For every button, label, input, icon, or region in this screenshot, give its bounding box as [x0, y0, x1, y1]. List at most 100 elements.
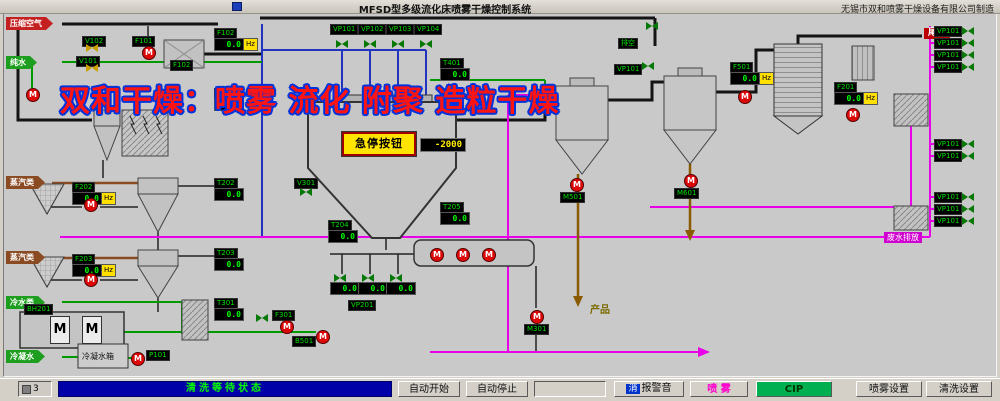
equipment-tag: 冷凝水箱 [82, 352, 114, 361]
equipment-tag: VP101 [934, 26, 963, 37]
pump-icon[interactable]: M [142, 46, 156, 60]
equipment-tag: M501 [560, 192, 586, 203]
equipment-tag: BH201 [24, 304, 54, 315]
equipment-tag: M301 [524, 324, 550, 335]
pump-icon[interactable]: M [570, 178, 584, 192]
value-display: 0.0 [358, 282, 388, 295]
equipment-tag: VP101 [330, 24, 359, 35]
equipment-tag: M601 [674, 188, 700, 199]
equipment-tag: P101 [146, 350, 170, 361]
pump-icon[interactable]: M [430, 248, 444, 262]
pump-icon[interactable]: M [84, 273, 98, 287]
valve-icon[interactable] [86, 44, 98, 52]
valve-icon[interactable] [962, 140, 974, 148]
valve-icon[interactable] [336, 40, 348, 48]
valve-icon[interactable] [962, 63, 974, 71]
valve-icon[interactable] [642, 62, 654, 70]
spray-settings-button[interactable]: 喷雾设置 [856, 381, 922, 397]
valve-icon[interactable] [390, 274, 402, 282]
equipment-tag: VP101 [934, 192, 963, 203]
equipment-tag: F101 [132, 36, 156, 47]
pump-icon[interactable]: M [738, 90, 752, 104]
equipment-tag: VP101 [934, 151, 963, 162]
equipment-tag: VP101 [934, 216, 963, 227]
auto-start-button[interactable]: 自动开始 [398, 381, 460, 397]
valve-icon[interactable] [334, 274, 346, 282]
equipment-tag: VP101 [614, 64, 643, 75]
valve-icon[interactable] [420, 40, 432, 48]
equipment-tag: VP101 [934, 139, 963, 150]
equipment-tag: VP201 [348, 300, 377, 311]
valve-icon[interactable] [646, 22, 658, 30]
pump-icon[interactable]: M [684, 174, 698, 188]
valve-icon[interactable] [300, 188, 312, 196]
emergency-stop-button[interactable]: 急停按钮 [342, 132, 416, 156]
page-title: MFSD型多级流化床喷雾干燥控制系统 [358, 5, 532, 16]
chamber-level-display: -2000 [420, 138, 466, 152]
stream-arrow: 蒸汽类 [6, 251, 45, 264]
pump-icon[interactable]: M [482, 248, 496, 262]
equipment-tag: 排空 [618, 38, 638, 49]
window-icon [232, 2, 242, 11]
equipment-tag: VP101 [934, 50, 963, 61]
valve-icon[interactable] [962, 152, 974, 160]
valve-icon[interactable] [962, 193, 974, 201]
valve-icon[interactable] [962, 205, 974, 213]
equipment-tag: VP101 [934, 204, 963, 215]
stream-arrow: 冷凝水 [6, 350, 45, 363]
cip-button[interactable]: CIP [756, 381, 832, 397]
stream-arrow: 纯水 [6, 56, 37, 69]
page-index[interactable]: 3 [18, 381, 52, 397]
pump-icon[interactable]: M [26, 88, 40, 102]
valve-icon[interactable] [364, 40, 376, 48]
value-display: 0.0 [330, 282, 360, 295]
valve-icon[interactable] [86, 64, 98, 72]
mute-alarm-label: 报警音 [641, 383, 672, 394]
valve-icon[interactable] [392, 40, 404, 48]
stream-arrow: 压缩空气 [6, 17, 53, 30]
auto-stop-button[interactable]: 自动停止 [466, 381, 528, 397]
pump-icon[interactable]: M [84, 198, 98, 212]
equipment-tag: B501 [292, 336, 317, 347]
equipment-tag: F301 [272, 310, 296, 321]
spray-button[interactable]: 喷 雾 [690, 381, 748, 397]
equipment-tag: M [82, 316, 102, 344]
mute-alarm-button[interactable]: 消报警音 [614, 381, 684, 397]
equipment-tag: VP103 [386, 24, 415, 35]
pump-icon[interactable]: M [316, 330, 330, 344]
footer-blank-panel [534, 381, 606, 397]
value-display: 0.0 [386, 282, 416, 295]
equipment-tag: F102 [170, 60, 194, 71]
equipment-tag: VP101 [934, 38, 963, 49]
valve-icon[interactable] [962, 51, 974, 59]
clean-settings-button[interactable]: 清洗设置 [926, 381, 992, 397]
pump-icon[interactable]: M [846, 108, 860, 122]
equipment-tag: VP104 [414, 24, 443, 35]
valve-icon[interactable] [962, 39, 974, 47]
manufacturer-text: 无锡市双和喷雾干燥设备有限公司制造 [840, 5, 994, 15]
valve-icon[interactable] [362, 274, 374, 282]
pump-icon[interactable]: M [456, 248, 470, 262]
valve-icon[interactable] [962, 27, 974, 35]
equipment-tag: M [50, 316, 70, 344]
stream-arrow: 蒸汽类 [6, 176, 45, 189]
pump-icon[interactable]: M [280, 320, 294, 334]
pump-icon[interactable]: M [131, 352, 145, 366]
valve-icon[interactable] [256, 314, 268, 322]
equipment-tag: VP102 [358, 24, 387, 35]
equipment-tag: 产品 [590, 305, 610, 316]
title-bar: MFSD型多级流化床喷雾干燥控制系统 无锡市双和喷雾干燥设备有限公司制造 [0, 0, 1000, 16]
valve-icon[interactable] [962, 217, 974, 225]
pump-icon[interactable]: M [530, 310, 544, 324]
mute-icon: 消 [626, 384, 640, 394]
